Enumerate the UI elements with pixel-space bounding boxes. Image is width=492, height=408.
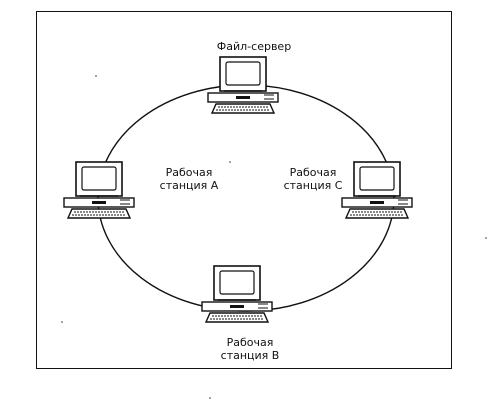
station-c-label: Рабочая станция С: [268, 166, 358, 192]
file-server-label-text: Файл-сервер: [216, 40, 292, 53]
station-a-label-line1: Рабочая: [165, 166, 213, 179]
file-server-label: Файл-сервер: [204, 40, 304, 53]
station-b-label-line2: станция В: [220, 349, 280, 362]
station-c-label-line1: Рабочая: [289, 166, 337, 179]
station-b-computer-icon: [201, 265, 273, 323]
station-c-label-line2: станция С: [283, 179, 343, 192]
diagram-frame: [36, 11, 452, 369]
station-a-label: Рабочая станция А: [144, 166, 234, 192]
station-b-label-line1: Рабочая: [226, 336, 274, 349]
station-a-computer-icon: [63, 161, 135, 219]
file-server-computer-icon: [207, 56, 279, 114]
station-b-label: Рабочая станция В: [200, 336, 300, 362]
station-a-label-line2: станция А: [159, 179, 219, 192]
